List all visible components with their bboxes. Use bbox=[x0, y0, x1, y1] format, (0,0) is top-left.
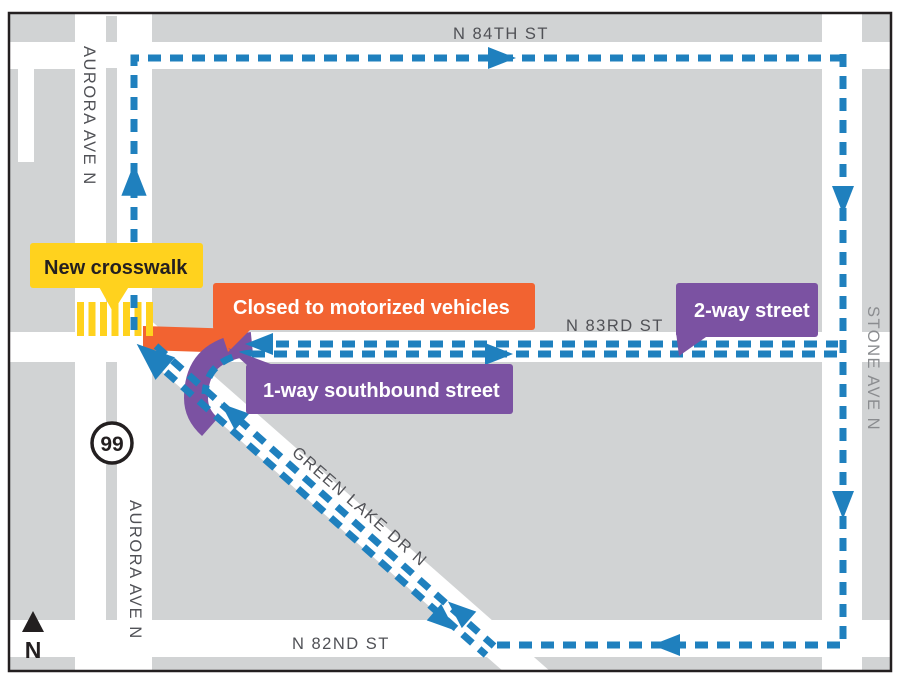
shield-circle-icon bbox=[90, 421, 134, 465]
route-stone-n82nd bbox=[497, 54, 847, 649]
callout-closed: Closed to motorized vehicles bbox=[213, 283, 535, 352]
callout-one-way: 1-way southbound street bbox=[228, 348, 513, 414]
callout-tail bbox=[98, 285, 130, 312]
crosswalk-bar bbox=[100, 302, 107, 336]
street-n-84th bbox=[9, 42, 891, 69]
street-minor-left bbox=[18, 66, 34, 162]
street-label-stone: STONE AVE N bbox=[864, 306, 882, 431]
route-green-lake-ne-lane bbox=[153, 343, 497, 649]
callout-tail bbox=[220, 328, 252, 352]
callout-tail bbox=[676, 332, 706, 356]
callout-two-way: 2-way street bbox=[676, 283, 818, 356]
callout-label: New crosswalk bbox=[44, 257, 188, 279]
shield-number: 99 bbox=[100, 433, 123, 456]
north-arrow-icon bbox=[22, 611, 44, 632]
compass-label: N bbox=[25, 637, 42, 663]
street-label-aurora-upper: AURORA AVE N bbox=[80, 46, 98, 186]
detour-route-dashes bbox=[130, 54, 847, 658]
crosswalk-bar bbox=[88, 302, 96, 336]
route-green-lake-sw-lane bbox=[163, 369, 489, 658]
callout-box bbox=[246, 364, 513, 414]
route-aurora-n84th bbox=[130, 54, 841, 330]
callout-box bbox=[213, 283, 535, 330]
street-label-n84th: N 84TH ST bbox=[453, 25, 549, 43]
street-label-n83rd: N 83RD ST bbox=[566, 317, 664, 335]
crosswalk-bar bbox=[146, 302, 153, 336]
route-99-shield: 99 bbox=[90, 421, 134, 465]
street-label-n82nd: N 82ND ST bbox=[292, 635, 390, 653]
street-label-aurora-lower: AURORA AVE N bbox=[126, 500, 144, 640]
callout-box bbox=[676, 283, 818, 337]
crosswalk-bar bbox=[134, 302, 142, 336]
crosswalk-bar bbox=[111, 302, 119, 336]
one-way-southbound-segment bbox=[183, 332, 254, 436]
callout-label: 2-way street bbox=[694, 300, 810, 322]
map-border bbox=[7, 11, 893, 673]
callout-box bbox=[30, 243, 203, 288]
crosswalk-bars bbox=[77, 302, 153, 336]
callout-label: 1-way southbound street bbox=[263, 380, 500, 402]
callout-new-crosswalk: New crosswalk bbox=[30, 243, 203, 312]
crosswalk-bar bbox=[77, 302, 84, 336]
crosswalk-bar bbox=[123, 302, 130, 336]
median-segment bbox=[106, 362, 117, 620]
median-segment bbox=[106, 16, 117, 42]
compass: N bbox=[22, 611, 44, 663]
callout-label: Closed to motorized vehicles bbox=[233, 297, 510, 319]
callout-tail bbox=[228, 348, 276, 366]
median-segment bbox=[106, 68, 117, 302]
aurora-median bbox=[106, 16, 117, 620]
